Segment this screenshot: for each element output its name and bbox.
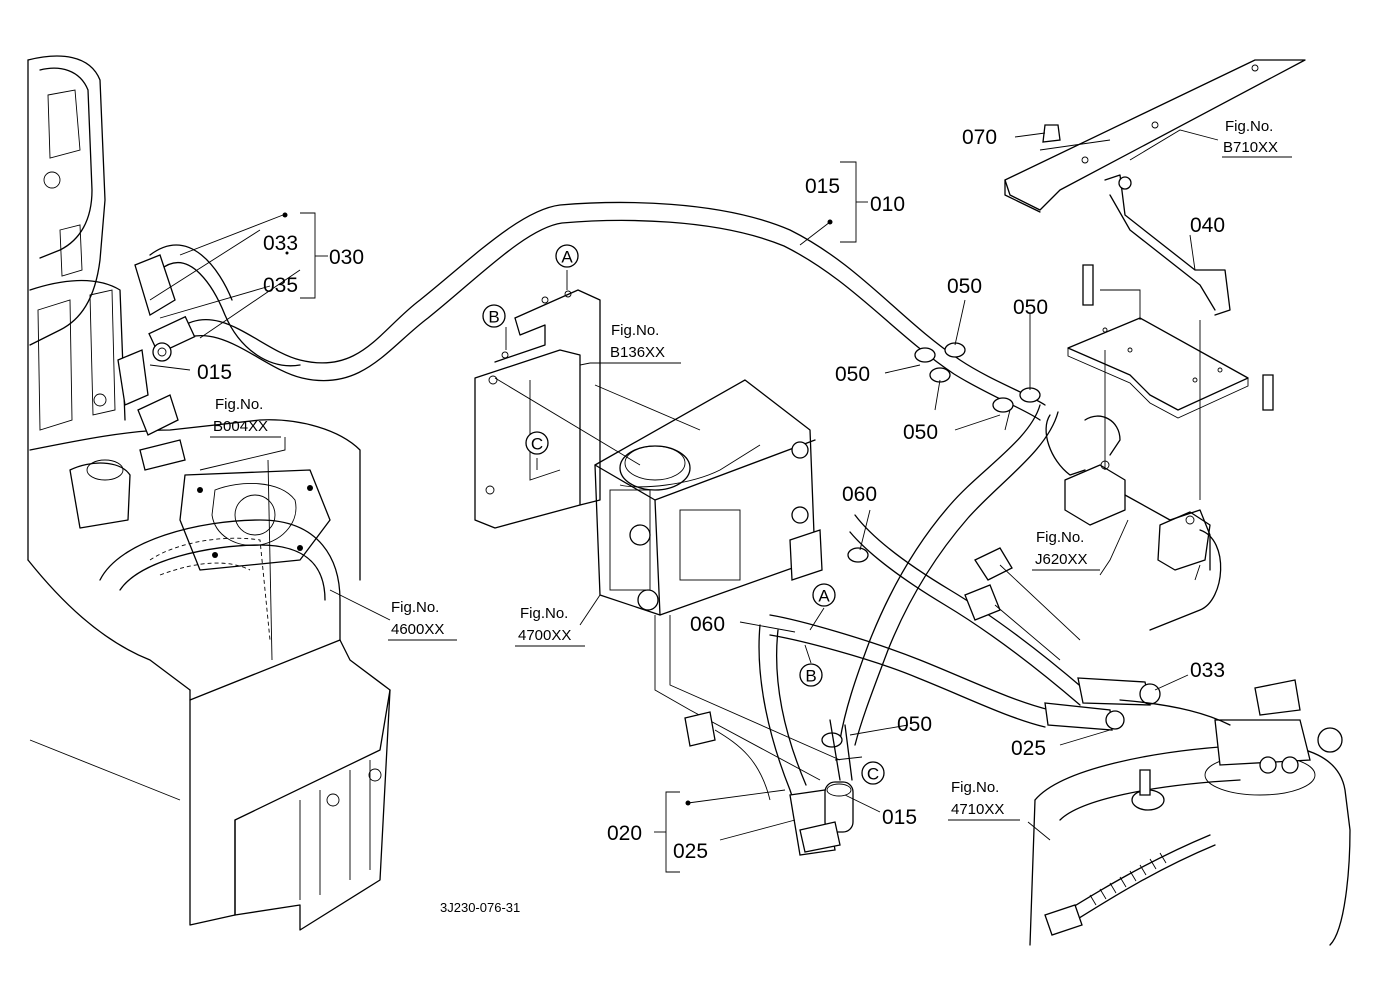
- label-060-b: 060: [690, 613, 725, 636]
- label-010: 010: [870, 193, 905, 216]
- label-025-right: 025: [1011, 737, 1046, 760]
- figref-4710-line1: Fig.No.: [951, 779, 999, 796]
- label-060-a: 060: [842, 483, 877, 506]
- callout-b-top: B: [488, 308, 499, 327]
- label-015-top: 015: [805, 175, 840, 198]
- figref-b710-line2: B710XX: [1223, 139, 1278, 156]
- callout-a-top: A: [561, 248, 573, 267]
- figref-4700-line1: Fig.No.: [520, 605, 568, 622]
- assembly-brackets: [282, 161, 868, 873]
- cab-structure: [27, 55, 361, 581]
- figref-4700-line2: 4700XX: [518, 627, 571, 644]
- label-015-bottom: 015: [882, 806, 917, 829]
- label-020: 020: [607, 822, 642, 845]
- label-050-b: 050: [1013, 296, 1048, 319]
- bracket-b710: [1004, 59, 1306, 316]
- clamps-050: [821, 342, 1041, 748]
- label-033-left: 033: [263, 232, 298, 255]
- label-015-left: 015: [197, 361, 232, 384]
- left-quick-connectors: [117, 229, 301, 471]
- bottom-joint: [789, 719, 854, 856]
- label-030: 030: [329, 246, 364, 269]
- figref-b136-line1: Fig.No.: [611, 322, 659, 339]
- figref-4600-line1: Fig.No.: [391, 599, 439, 616]
- filter-unit-4700: [494, 377, 841, 781]
- leader-lines: [149, 129, 1219, 841]
- bracket-b136: [474, 289, 601, 529]
- label-025-bottom: 025: [673, 840, 708, 863]
- figref-b004-line2: B004XX: [213, 418, 268, 435]
- figref-j620-line1: Fig.No.: [1036, 529, 1084, 546]
- callout-a-bottom: A: [818, 587, 830, 606]
- label-070: 070: [962, 126, 997, 149]
- label-050-d: 050: [903, 421, 938, 444]
- frame-j620: [1045, 414, 1222, 631]
- label-050-c: 050: [835, 363, 870, 386]
- fuel-tank-left: [27, 459, 391, 931]
- label-033-right: 033: [1190, 659, 1225, 682]
- figref-b136-line2: B136XX: [610, 344, 665, 361]
- figref-b004-line1: Fig.No.: [215, 396, 263, 413]
- callout-b-bottom: B: [805, 667, 816, 686]
- drawing-code: 3J230-076-31: [440, 900, 520, 915]
- label-040: 040: [1190, 214, 1225, 237]
- right-connectors: [684, 547, 1161, 801]
- callout-c-bottom: C: [867, 765, 879, 784]
- figref-j620-line2: J620XX: [1035, 551, 1088, 568]
- figref-4710-line2: 4710XX: [951, 801, 1004, 818]
- fuel-tank-4710: [1029, 679, 1351, 946]
- plate-040: [1067, 264, 1274, 500]
- label-035: 035: [263, 274, 298, 297]
- figref-b710-line1: Fig.No.: [1225, 118, 1273, 135]
- figref-4600-line2: 4600XX: [391, 621, 444, 638]
- label-050-a: 050: [947, 275, 982, 298]
- label-050-e: 050: [897, 713, 932, 736]
- callout-c-top: C: [531, 435, 543, 454]
